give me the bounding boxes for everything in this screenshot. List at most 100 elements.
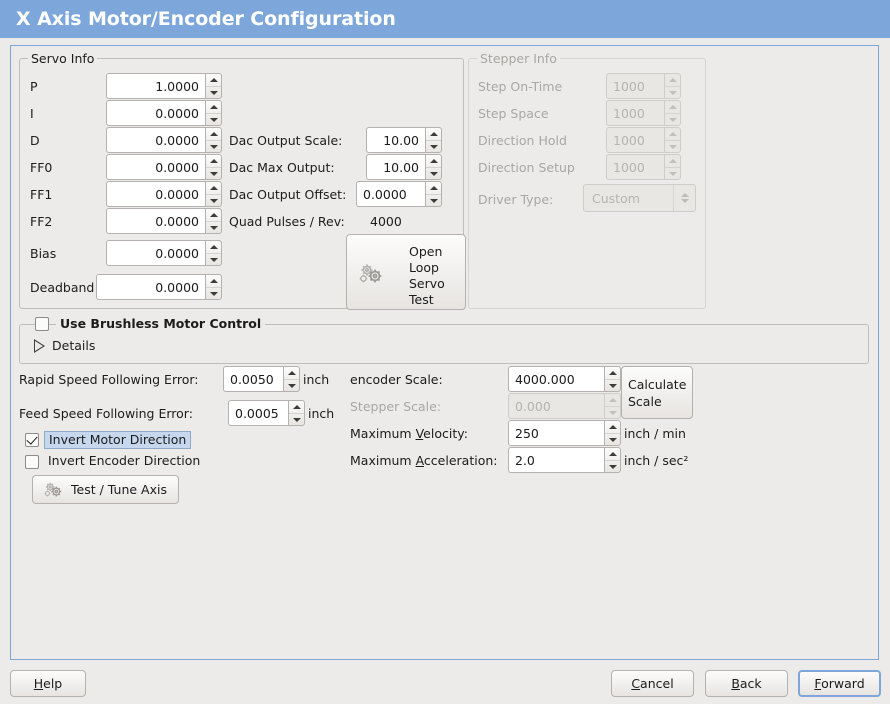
- servo-spinner-ff0[interactable]: [205, 154, 222, 180]
- cancel-button[interactable]: Cancel: [611, 670, 694, 697]
- servo-field-ff0[interactable]: 0.0000: [106, 154, 222, 180]
- servo-spinner-p[interactable]: [205, 73, 222, 99]
- max-acceleration-value[interactable]: 2.0: [508, 447, 604, 473]
- forward-button[interactable]: Forward: [798, 670, 881, 697]
- feed-following-error-field[interactable]: 0.0005: [228, 400, 305, 426]
- dac-max-output-field[interactable]: 10.00: [366, 154, 442, 180]
- dac-output-offset-value[interactable]: 0.0000: [356, 181, 425, 207]
- spin-down-icon[interactable]: [206, 167, 221, 179]
- spin-down-icon[interactable]: [206, 86, 221, 98]
- spin-up-icon[interactable]: [206, 128, 221, 140]
- spin-up-icon[interactable]: [206, 182, 221, 194]
- spin-up-icon[interactable]: [605, 367, 620, 379]
- dac-output-offset-spinner[interactable]: [425, 181, 442, 207]
- spin-up-icon[interactable]: [206, 241, 221, 253]
- spin-up-icon[interactable]: [426, 128, 441, 140]
- spin-up-icon[interactable]: [605, 421, 620, 433]
- dac-output-scale-field[interactable]: 10.00: [366, 127, 442, 153]
- test-tune-axis-button[interactable]: Test / Tune Axis: [32, 475, 179, 504]
- servo-value-p[interactable]: 1.0000: [106, 73, 205, 99]
- invert-encoder-direction-label[interactable]: Invert Encoder Direction: [48, 453, 201, 468]
- encoder-scale-value[interactable]: 4000.000: [508, 366, 604, 392]
- spin-up-icon[interactable]: [206, 101, 221, 113]
- details-label[interactable]: Details: [52, 338, 96, 353]
- spin-down-icon[interactable]: [289, 413, 304, 425]
- calculate-scale-button[interactable]: Calculate Scale: [621, 366, 693, 419]
- dac-output-scale-spinner[interactable]: [425, 127, 442, 153]
- back-button[interactable]: Back: [705, 670, 788, 697]
- servo-field-bias[interactable]: 0.0000: [106, 240, 222, 266]
- servo-spinner-bias[interactable]: [205, 240, 222, 266]
- spin-down-icon[interactable]: [206, 253, 221, 265]
- spin-up-icon[interactable]: [426, 155, 441, 167]
- spin-down-icon[interactable]: [426, 194, 441, 206]
- spin-down-icon[interactable]: [206, 287, 221, 299]
- spin-up-icon[interactable]: [206, 209, 221, 221]
- servo-field-d[interactable]: 0.0000: [106, 127, 222, 153]
- spin-down-icon[interactable]: [605, 460, 620, 472]
- spin-up-icon[interactable]: [206, 155, 221, 167]
- servo-field-p[interactable]: 1.0000: [106, 73, 222, 99]
- spin-up-icon[interactable]: [426, 182, 441, 194]
- rapid-following-error-field[interactable]: 0.0050: [223, 366, 300, 392]
- dac-output-scale-value[interactable]: 10.00: [366, 127, 425, 153]
- spin-down-icon[interactable]: [426, 167, 441, 179]
- dac-max-output-spinner[interactable]: [425, 154, 442, 180]
- servo-spinner-i[interactable]: [205, 100, 222, 126]
- dac-max-output-value[interactable]: 10.00: [366, 154, 425, 180]
- invert-encoder-direction-checkbox[interactable]: [25, 455, 39, 469]
- spin-down-icon[interactable]: [206, 113, 221, 125]
- servo-value-ff0[interactable]: 0.0000: [106, 154, 205, 180]
- open-loop-line-2: Loop: [409, 260, 439, 275]
- encoder-scale-spinner[interactable]: [604, 366, 621, 392]
- max-acceleration-field[interactable]: 2.0: [508, 447, 621, 473]
- servo-field-deadband[interactable]: 0.0000: [96, 274, 222, 300]
- max-acceleration-spinner[interactable]: [604, 447, 621, 473]
- feed-following-error-unit: inch: [308, 406, 335, 421]
- open-loop-servo-test-button[interactable]: Open Loop Servo Test: [346, 234, 466, 310]
- spin-down-icon[interactable]: [426, 140, 441, 152]
- details-expander-icon[interactable]: [34, 339, 45, 353]
- servo-field-i[interactable]: 0.0000: [106, 100, 222, 126]
- rapid-following-error-value[interactable]: 0.0050: [223, 366, 283, 392]
- max-velocity-spinner[interactable]: [604, 420, 621, 446]
- servo-spinner-d[interactable]: [205, 127, 222, 153]
- encoder-scale-label: encoder Scale:: [350, 372, 443, 387]
- servo-spinner-ff1[interactable]: [205, 181, 222, 207]
- help-button[interactable]: Help: [10, 670, 86, 697]
- servo-value-deadband[interactable]: 0.0000: [96, 274, 205, 300]
- servo-value-ff1[interactable]: 0.0000: [106, 181, 205, 207]
- spin-down-icon[interactable]: [284, 379, 299, 391]
- rapid-following-error-spinner[interactable]: [283, 366, 300, 392]
- max-velocity-value[interactable]: 250: [508, 420, 604, 446]
- spin-down-icon[interactable]: [605, 433, 620, 445]
- use-brushless-motor-label[interactable]: Use Brushless Motor Control: [56, 317, 266, 331]
- forward-key: F: [814, 676, 822, 691]
- servo-field-ff2[interactable]: 0.0000: [106, 208, 222, 234]
- spin-up-icon[interactable]: [284, 367, 299, 379]
- use-brushless-motor-checkbox[interactable]: [35, 317, 49, 331]
- dac-output-offset-field[interactable]: 0.0000: [356, 181, 442, 207]
- feed-following-error-spinner[interactable]: [288, 400, 305, 426]
- servo-value-ff2[interactable]: 0.0000: [106, 208, 205, 234]
- max-velocity-field[interactable]: 250: [508, 420, 621, 446]
- spin-down-icon[interactable]: [605, 379, 620, 391]
- encoder-scale-field[interactable]: 4000.000: [508, 366, 621, 392]
- servo-spinner-ff2[interactable]: [205, 208, 222, 234]
- invert-motor-direction-checkbox[interactable]: [25, 433, 39, 447]
- spin-down-icon[interactable]: [206, 221, 221, 233]
- spin-up-icon[interactable]: [206, 74, 221, 86]
- spin-up-icon[interactable]: [206, 275, 221, 287]
- spin-down-icon[interactable]: [206, 140, 221, 152]
- servo-value-bias[interactable]: 0.0000: [106, 240, 205, 266]
- stepper-scale-label: Stepper Scale:: [350, 399, 442, 414]
- servo-value-i[interactable]: 0.0000: [106, 100, 205, 126]
- invert-motor-direction-label[interactable]: Invert Motor Direction: [44, 431, 192, 449]
- servo-field-ff1[interactable]: 0.0000: [106, 181, 222, 207]
- servo-value-d[interactable]: 0.0000: [106, 127, 205, 153]
- spin-down-icon[interactable]: [206, 194, 221, 206]
- servo-spinner-deadband[interactable]: [205, 274, 222, 300]
- spin-up-icon[interactable]: [605, 448, 620, 460]
- spin-up-icon[interactable]: [289, 401, 304, 413]
- feed-following-error-value[interactable]: 0.0005: [228, 400, 288, 426]
